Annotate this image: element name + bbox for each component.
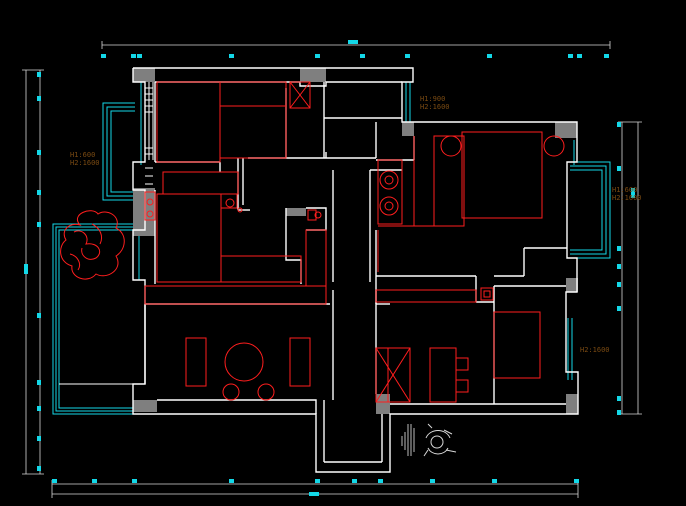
dimension-ticks	[24, 40, 635, 496]
plant-icon	[60, 210, 125, 280]
furniture	[144, 81, 565, 403]
louver-panels	[144, 82, 154, 185]
south-window-h-label: H2:1600	[580, 346, 610, 354]
east-window-h-label: H1:600	[612, 186, 637, 194]
windows	[52, 80, 611, 415]
west-window-h-label: H1:600	[70, 151, 95, 159]
walls	[132, 67, 579, 473]
person-figure-icon	[423, 423, 457, 457]
east-window-h2-label: H2:1600	[612, 194, 642, 202]
window-height-labels: H1:600 H2:1600 H1:900 H2:1600 H1:600 H2:…	[70, 95, 642, 354]
west-window-h2-label: H2:1600	[70, 159, 100, 167]
north-window-h2-label: H2:1600	[420, 103, 450, 111]
structural-columns	[133, 68, 578, 414]
north-arrow-icon	[401, 424, 415, 456]
north-window-h-label: H1:900	[420, 95, 445, 103]
